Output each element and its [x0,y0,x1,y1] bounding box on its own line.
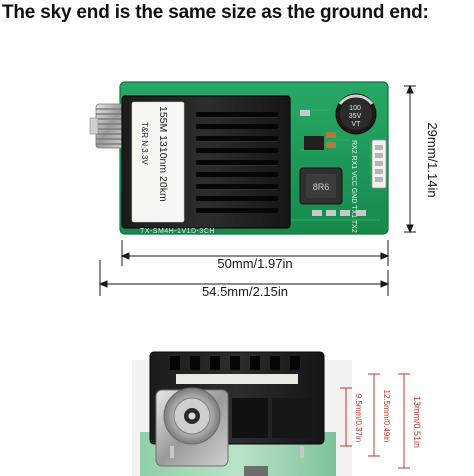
capacitor: 100 35V VT [335,93,377,135]
small-components [300,110,366,216]
front-dimension-a [340,387,352,447]
front-label-b: 12.5mm/0.49in [382,390,391,443]
front-dimension-c [398,373,410,469]
pin-header [371,139,387,189]
label-line-1: 155M 1310nm 20km [157,106,169,202]
front-dimension-b [368,373,380,457]
board-width-label: 50mm/1.97in [217,256,292,271]
silk-bottom-text: TX-SM4H-1V1D-3CH [140,228,215,235]
headline: The sky end is the same size as the grou… [2,2,429,23]
capacitor-text: 100 35V VT [349,105,363,128]
transceiver-label: 155M 1310nm 20km T&R N 3.3V [131,101,185,223]
fiber-connector-thread [89,103,125,149]
silk-pin-labels: RX2 RX1 VCC GND TX1 TX2 [350,140,357,233]
front-label-c: 13mm/0.51in [412,396,422,448]
label-line-2: T&R N 3.3V [140,122,149,165]
total-width-label: 54.5mm/2.15in [202,284,288,299]
inductor: 8R6 [299,167,343,205]
front-view-module [132,351,352,476]
front-label-a: 9.5mm/0.37in [354,394,363,442]
cage-slots [196,112,278,213]
height-label: 29mm/1.14in [425,122,440,197]
front-cage-slots [170,356,300,370]
inductor-text: 8R6 [313,182,330,192]
dimension-board-width [120,240,390,266]
dimension-total-width [98,260,390,296]
top-view-module: 155M 1310nm 20km T&R N 3.3V [89,81,389,235]
dimension-height [404,84,416,234]
